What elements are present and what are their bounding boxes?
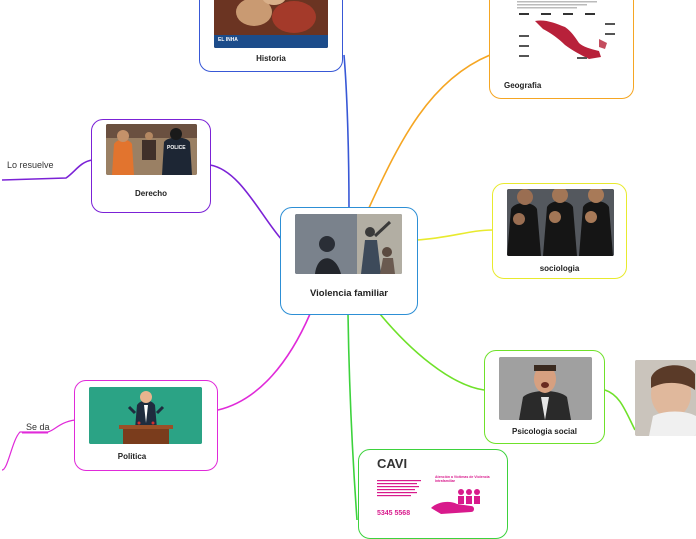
connector-lo-resuelve <box>1 159 93 181</box>
geografia-label: Geografia <box>504 81 542 90</box>
politica-image <box>89 387 202 444</box>
central-node[interactable]: Violencia familiar <box>280 207 418 315</box>
sociologia-node[interactable]: sociologia <box>492 183 627 279</box>
connector-sociologia <box>416 229 493 241</box>
derecho-node[interactable]: POLICE Derecho <box>91 119 211 213</box>
historia-caption: EL INHA <box>218 37 238 43</box>
cavi-image: CAVI Atención a Víctimas de Violencia In… <box>371 454 497 521</box>
cavi-node[interactable]: CAVI Atención a Víctimas de Violencia In… <box>358 449 508 539</box>
politica-label: Politica <box>117 452 147 461</box>
connector-psicologia-ext <box>604 389 636 431</box>
cavi-phone: 5345 5568 <box>377 510 411 517</box>
connector-politica <box>217 313 311 411</box>
psicologia-label: Psicologia social <box>512 427 577 436</box>
connector-derecho <box>209 164 283 241</box>
lo-resuelve-label: Lo resuelve <box>7 160 54 170</box>
geografia-node[interactable]: Geografia <box>489 0 634 99</box>
connector-psicologia <box>379 313 485 391</box>
psicologia-extra-image <box>635 360 696 436</box>
derecho-police-text: POLICE <box>167 145 186 151</box>
central-label: Violencia familiar <box>310 288 388 299</box>
derecho-label: Derecho <box>134 189 167 198</box>
geografia-image <box>515 0 627 69</box>
se-da-label: Se da <box>26 422 50 432</box>
psicologia-image <box>499 357 592 420</box>
psicologia-extra-node[interactable] <box>623 350 696 440</box>
connector-se-da <box>1 419 76 471</box>
sociologia-label: sociologia <box>539 264 580 273</box>
connector-historia <box>343 54 350 211</box>
sociologia-image <box>507 189 614 256</box>
central-image <box>295 214 402 274</box>
cavi-title: CAVI <box>377 456 408 471</box>
connector-cavi <box>347 313 358 520</box>
politica-node[interactable]: Politica <box>74 380 218 471</box>
connector-geografia <box>367 54 491 211</box>
psicologia-node[interactable]: Psicologia social <box>484 350 605 444</box>
mind-map-connectors <box>1 54 636 520</box>
historia-image: EL INHA <box>214 0 328 48</box>
historia-label: Historia <box>256 54 286 63</box>
historia-node[interactable]: EL INHA Historia <box>199 0 343 72</box>
cavi-subtitle: Atención a Víctimas de Violencia Intrafa… <box>435 475 490 484</box>
derecho-image: POLICE <box>106 124 197 175</box>
